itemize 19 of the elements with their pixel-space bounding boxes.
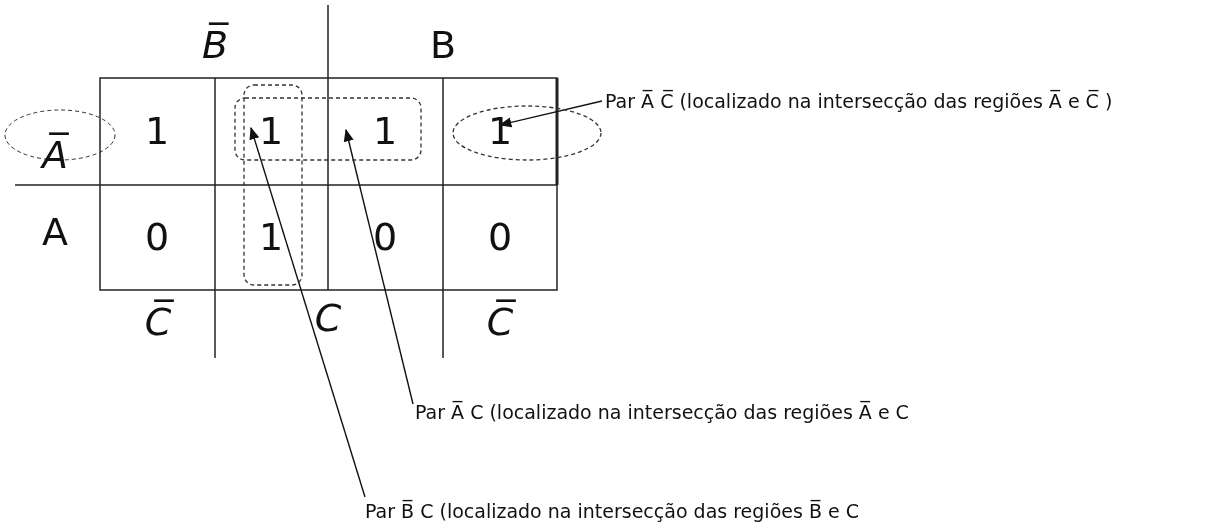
callout-text: Par A̅ C (localizado na intersecção das regiões A̅ e C xyxy=(415,398,909,426)
dashed-loop xyxy=(234,97,422,161)
cell-value: 1 xyxy=(258,112,284,150)
leader-line xyxy=(343,128,414,405)
cell-value: 0 xyxy=(487,218,513,256)
cell-value: 1 xyxy=(372,112,398,150)
callout-text: Par A̅ C̅ (localizado na intersecção das regiões A̅ e C̅ ) xyxy=(605,87,1113,115)
variable-label: C xyxy=(314,299,342,337)
cell-value: 1 xyxy=(258,218,284,256)
dashed-loop xyxy=(243,84,303,286)
cell-value: 1 xyxy=(144,112,170,150)
cell-value: 1 xyxy=(487,112,513,150)
leader-line xyxy=(249,126,366,498)
variable-label: A xyxy=(42,213,68,251)
variable-label: B xyxy=(429,26,457,64)
cell-value: 0 xyxy=(144,218,170,256)
callout-text: Par B̅ C (localizado na intersecção das regiões B̅ e C xyxy=(365,497,859,525)
dashed-loop xyxy=(452,105,602,161)
cell-value: 0 xyxy=(372,218,398,256)
